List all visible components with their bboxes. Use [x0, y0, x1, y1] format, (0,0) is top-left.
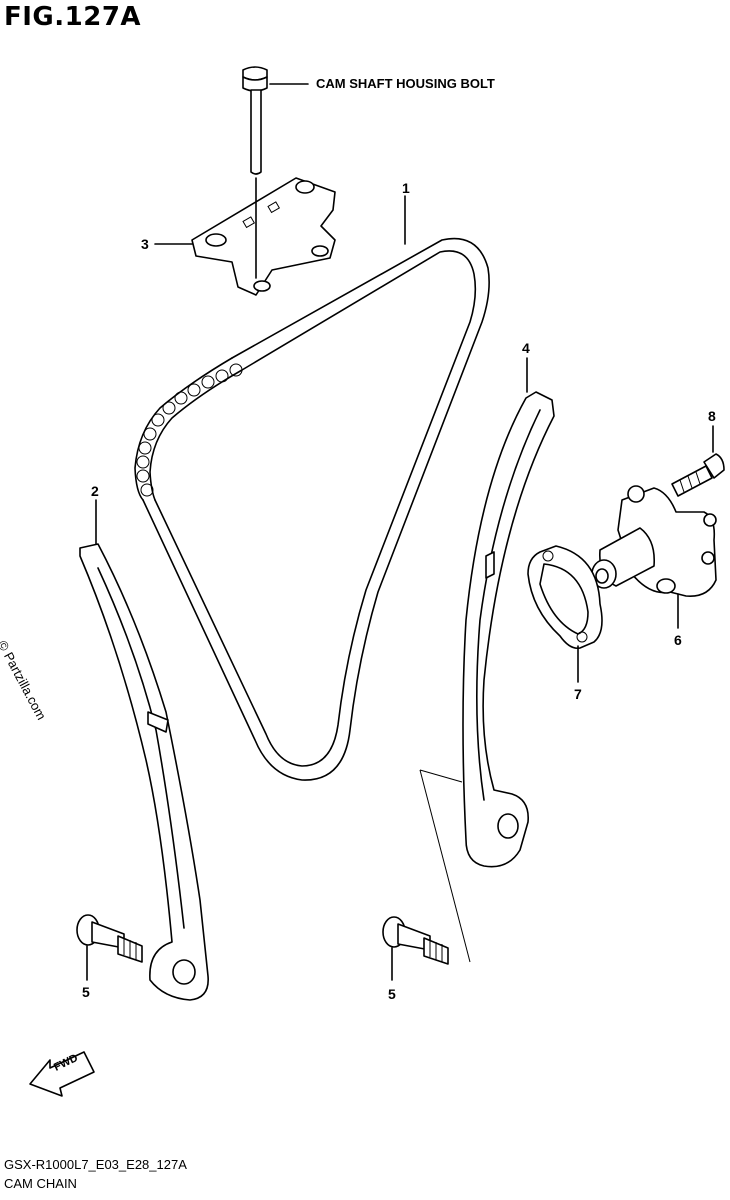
part-2-chain-guide	[79, 499, 209, 1001]
part-4-chain-guide	[462, 357, 555, 868]
callout-3: 3	[141, 236, 149, 252]
part-8-tensioner-bolt	[671, 425, 725, 497]
callout-7: 7	[574, 686, 582, 702]
callout-4: 4	[522, 340, 530, 356]
figure-title: FIG.127A	[4, 2, 142, 32]
callout-6: 6	[674, 632, 682, 648]
bolt-note-label: CAM SHAFT HOUSING BOLT	[316, 76, 495, 91]
part-6-chain-tensioner	[591, 485, 717, 629]
chain-links	[136, 363, 243, 497]
callout-2: 2	[91, 483, 99, 499]
part-5-guide-bolt-left	[76, 914, 143, 981]
part-3-housing-bracket	[154, 177, 336, 296]
part-1-cam-chain	[134, 195, 490, 781]
footer-name: CAM CHAIN	[4, 1176, 77, 1191]
callout-5-left: 5	[82, 984, 90, 1000]
part-5-guide-bolt-right	[382, 916, 449, 981]
cam-shaft-housing-bolt	[242, 66, 309, 175]
fwd-arrow-icon	[29, 1051, 95, 1097]
callout-8: 8	[708, 408, 716, 424]
part-7-gasket	[527, 545, 603, 683]
footer-code: GSX-R1000L7_E03_E28_127A	[4, 1157, 187, 1172]
callout-1: 1	[402, 180, 410, 196]
reference-lines	[419, 769, 471, 963]
callout-5-right: 5	[388, 986, 396, 1002]
